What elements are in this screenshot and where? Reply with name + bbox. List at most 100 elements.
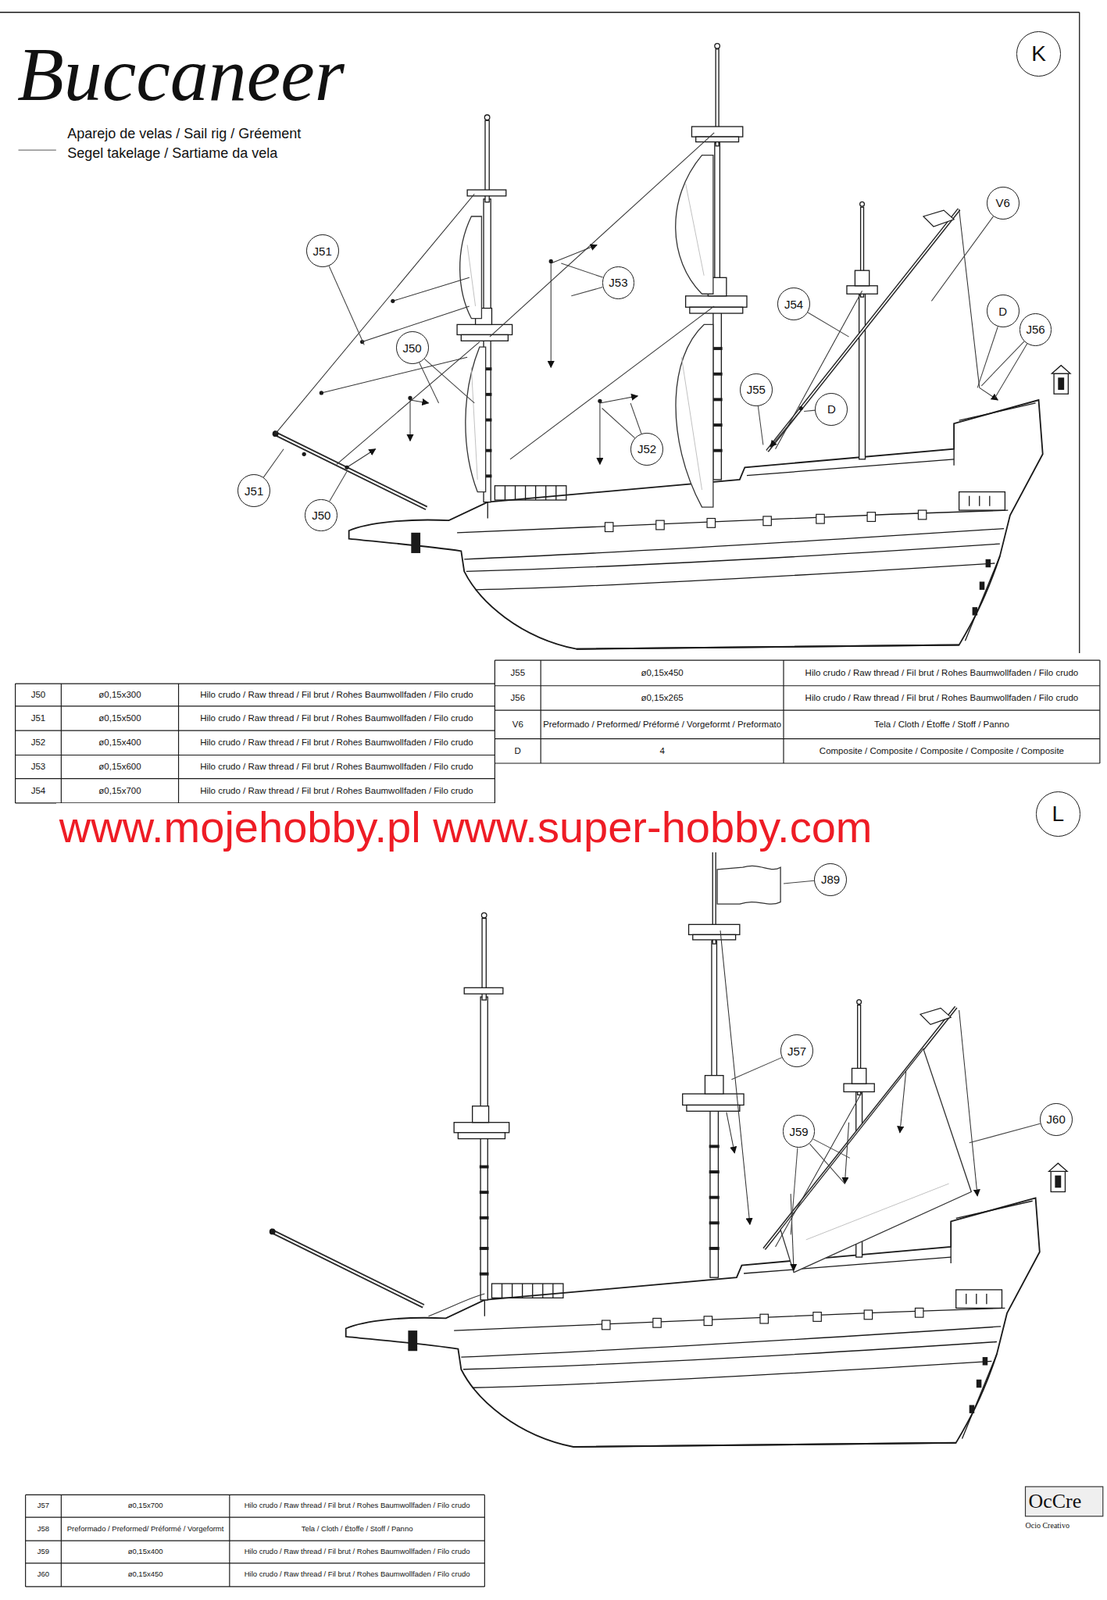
ship-l bbox=[269, 841, 1068, 1447]
table-cell: ø0,15x450 bbox=[60, 1563, 229, 1587]
callout-number: J51 bbox=[237, 474, 271, 508]
callout-number: J57 bbox=[780, 1034, 814, 1068]
table-cell: Composite / Composite / Composite / Comp… bbox=[783, 739, 1100, 764]
table-cell: Hilo crudo / Raw thread / Fil brut / Roh… bbox=[199, 689, 474, 700]
callout-number: V6 bbox=[986, 186, 1020, 220]
table-cell: J56 bbox=[494, 685, 541, 711]
callout-text: J56 bbox=[1025, 323, 1045, 336]
parts-table-grid bbox=[15, 660, 1100, 1587]
table-cell: Hilo crudo / Raw thread / Fil brut / Roh… bbox=[229, 1540, 485, 1564]
table-cell: Preformado / Preformed/ Préformé / Vorge… bbox=[67, 1524, 225, 1534]
brand-logo: OcCre bbox=[1028, 1489, 1082, 1513]
callout-number: J50 bbox=[304, 499, 338, 533]
callout-text: J50 bbox=[403, 342, 422, 354]
table-cell: Hilo crudo / Raw thread / Fil brut / Roh… bbox=[199, 737, 474, 748]
callout-number: J60 bbox=[1039, 1103, 1073, 1136]
table-cell: ø0,15x600 bbox=[98, 761, 141, 772]
table-cell: ø0,15x400 bbox=[98, 737, 141, 748]
callout-text: L bbox=[1052, 803, 1065, 825]
table-cell: ø0,15x400 bbox=[128, 1547, 164, 1557]
callout-text: J60 bbox=[1046, 1113, 1066, 1125]
table-cell: J53 bbox=[31, 761, 47, 772]
table-cell: Hilo crudo / Raw thread / Fil brut / Roh… bbox=[178, 778, 496, 803]
table-cell: ø0,15x700 bbox=[98, 785, 141, 797]
table-cell: J50 bbox=[31, 689, 47, 700]
table-cell: ø0,15x600 bbox=[60, 754, 179, 779]
ship-k bbox=[263, 43, 1071, 650]
table-cell: Hilo crudo / Raw thread / Fil brut / Roh… bbox=[178, 706, 496, 731]
callout-number: J89 bbox=[814, 863, 847, 897]
table-cell: Hilo crudo / Raw thread / Fil brut / Roh… bbox=[229, 1494, 485, 1518]
table-cell: V6 bbox=[494, 710, 541, 740]
table-cell: ø0,15x450 bbox=[540, 660, 784, 686]
step-letter: L bbox=[1035, 791, 1081, 836]
callout-text: J89 bbox=[821, 873, 840, 886]
table-cell: ø0,15x300 bbox=[60, 683, 179, 707]
table-cell: Preformado / Preformed/ Préformé / Vorge… bbox=[540, 710, 784, 740]
callout-number: J53 bbox=[602, 266, 636, 300]
subtitle: Aparejo de velas / Sail rig / Gréement bbox=[67, 123, 517, 144]
logo-box bbox=[1025, 1486, 1104, 1517]
callout-number: J50 bbox=[396, 331, 429, 365]
watermark: www.mojehobby.pl www.super-hobby.com bbox=[56, 803, 876, 853]
callout-text: D bbox=[998, 305, 1008, 318]
table-cell: J58 bbox=[25, 1517, 62, 1541]
table-cell: J55 bbox=[510, 667, 526, 679]
table-cell: Hilo crudo / Raw thread / Fil brut / Roh… bbox=[783, 685, 1100, 711]
table-cell: ø0,15x400 bbox=[60, 1540, 229, 1564]
callout-number: J55 bbox=[739, 373, 773, 407]
callout-text: J59 bbox=[789, 1125, 808, 1138]
table-cell: Tela / Cloth / Étoffe / Stoff / Panno bbox=[301, 1524, 414, 1534]
callout-text: J50 bbox=[311, 509, 331, 522]
table-cell: J52 bbox=[15, 730, 62, 755]
callout-number: J56 bbox=[1019, 313, 1053, 347]
callout-text: V6 bbox=[996, 196, 1011, 209]
callout-text: J53 bbox=[608, 276, 628, 289]
brand-name: Ocio Creativo bbox=[1025, 1517, 1106, 1532]
table-cell: Hilo crudo / Raw thread / Fil brut / Roh… bbox=[199, 713, 474, 724]
callout-text: D bbox=[827, 403, 836, 415]
diagram-title: Buccaneer bbox=[17, 35, 345, 113]
table-cell: Hilo crudo / Raw thread / Fil brut / Roh… bbox=[805, 692, 1079, 704]
table-cell: 4 bbox=[659, 746, 665, 757]
table-cell: J55 bbox=[494, 660, 541, 686]
table-cell: ø0,15x450 bbox=[640, 667, 683, 679]
table-cell: J56 bbox=[510, 692, 526, 704]
table-cell: Hilo crudo / Raw thread / Fil brut / Roh… bbox=[244, 1501, 471, 1511]
table-cell: Hilo crudo / Raw thread / Fil brut / Roh… bbox=[229, 1563, 485, 1587]
callout-text: K bbox=[1031, 42, 1047, 65]
callout-number: D bbox=[986, 294, 1020, 328]
subtitle: Segel takelage / Sartiame da vela bbox=[67, 145, 278, 161]
table-cell: ø0,15x700 bbox=[60, 1494, 229, 1518]
table-cell: Preformado / Preformed/ Préformé / Vorge… bbox=[60, 1517, 229, 1541]
table-cell: ø0,15x265 bbox=[640, 692, 683, 704]
table-cell: J59 bbox=[37, 1547, 50, 1557]
callout-text: J54 bbox=[784, 298, 804, 311]
callout-text: J55 bbox=[746, 383, 766, 396]
table-cell: ø0,15x700 bbox=[60, 778, 179, 803]
table-cell: J57 bbox=[25, 1494, 62, 1518]
table-cell: Hilo crudo / Raw thread / Fil brut / Roh… bbox=[244, 1570, 471, 1579]
callout-text: J51 bbox=[244, 485, 264, 497]
brand-logo: OcCre bbox=[1028, 1487, 1102, 1515]
table-cell: D bbox=[514, 746, 522, 757]
table-cell: ø0,15x265 bbox=[540, 685, 784, 711]
callout-text: J52 bbox=[637, 442, 657, 455]
table-cell: J51 bbox=[15, 706, 62, 731]
callout-number: J54 bbox=[777, 287, 811, 321]
callout-number: J52 bbox=[630, 432, 664, 466]
table-cell: Hilo crudo / Raw thread / Fil brut / Roh… bbox=[783, 660, 1100, 686]
table-cell: J60 bbox=[25, 1563, 62, 1587]
table-cell: J51 bbox=[31, 713, 47, 724]
table-cell: Hilo crudo / Raw thread / Fil brut / Roh… bbox=[178, 683, 496, 707]
table-cell: V6 bbox=[512, 719, 524, 730]
table-cell: Hilo crudo / Raw thread / Fil brut / Roh… bbox=[178, 730, 496, 755]
table-cell: J54 bbox=[15, 778, 62, 803]
table-cell: ø0,15x300 bbox=[98, 689, 141, 700]
subtitle: Aparejo de velas / Sail rig / Gréement bbox=[67, 125, 301, 142]
table-cell: Tela / Cloth / Étoffe / Stoff / Panno bbox=[229, 1517, 485, 1541]
table-cell: J53 bbox=[15, 754, 62, 779]
